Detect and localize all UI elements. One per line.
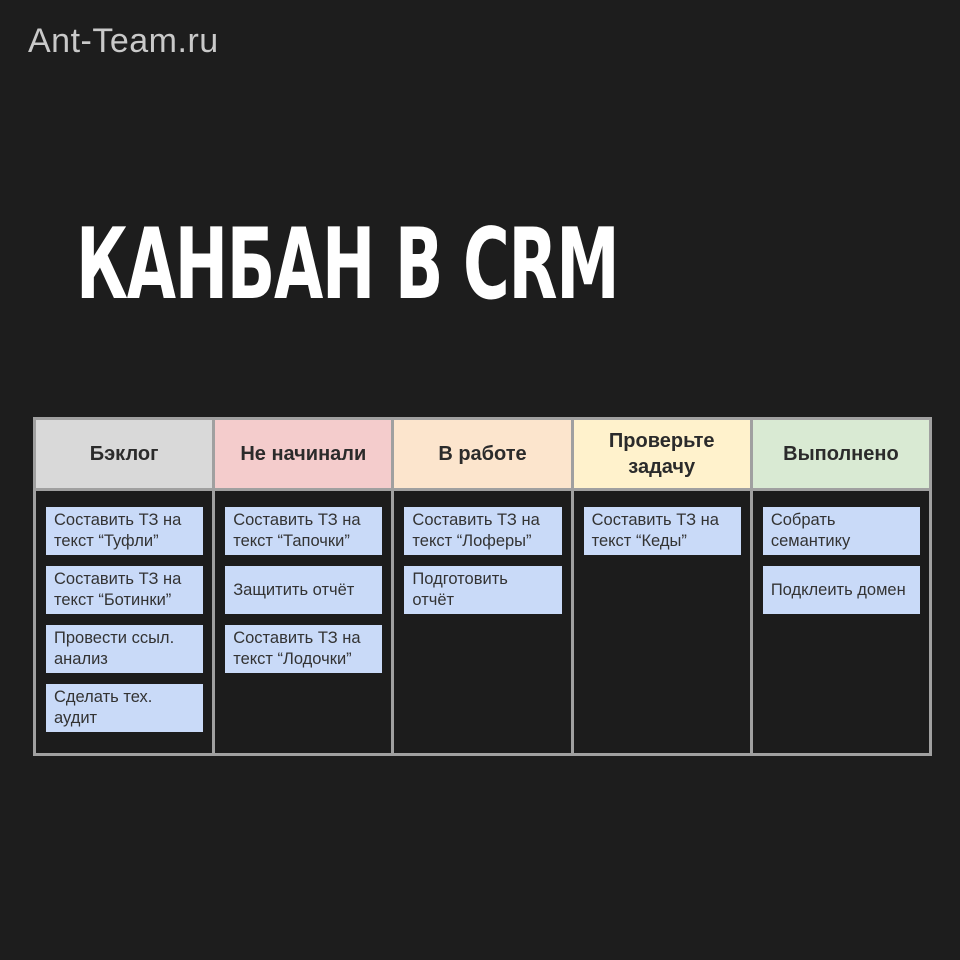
column-in-progress: Составить ТЗ на текст “Лоферы” Подготовит… bbox=[394, 491, 571, 753]
column-backlog: Составить ТЗ на текст “Туфли” Составить Т… bbox=[36, 491, 213, 753]
kanban-card[interactable]: Составить ТЗ на текст “Тапочки” bbox=[225, 507, 383, 555]
column-header-not-started: Не начинали bbox=[215, 420, 392, 488]
kanban-card[interactable]: Составить ТЗ на текст “Кеды” bbox=[583, 507, 741, 555]
kanban-card[interactable]: Составить ТЗ на текст “Лодочки” bbox=[225, 625, 383, 673]
kanban-card[interactable]: Провести ссыл. анализ bbox=[46, 625, 204, 673]
kanban-card[interactable]: Составить ТЗ на текст “Лоферы” bbox=[404, 507, 562, 555]
kanban-card[interactable]: Защитить отчёт bbox=[225, 566, 383, 614]
page-title: КАНБАН В CRM bbox=[76, 208, 620, 322]
column-header-done: Выполнено bbox=[752, 420, 930, 488]
kanban-card[interactable]: Составить ТЗ на текст “Ботинки” bbox=[46, 566, 204, 614]
board-body: Составить ТЗ на текст “Туфли”Составить Т… bbox=[36, 491, 930, 753]
kanban-card[interactable]: Собрать семантику bbox=[762, 507, 921, 555]
column-review: Составить ТЗ на текст “Кеды” bbox=[573, 491, 750, 753]
column-not-started: Составить ТЗ на текст “Тапочки” Защитить … bbox=[215, 491, 392, 753]
column-header-backlog: Бэклог bbox=[36, 420, 213, 488]
kanban-card[interactable]: Сделать тех. аудит bbox=[46, 684, 204, 732]
column-header-in-progress: В работе bbox=[394, 420, 571, 488]
kanban-card[interactable]: Составить ТЗ на текст “Туфли” bbox=[46, 507, 204, 555]
watermark-ant-team: Ant-Team.ru bbox=[28, 22, 219, 60]
column-header-review: Проверьте задачу bbox=[573, 420, 750, 488]
kanban-card[interactable]: Подготовить отчёт bbox=[404, 566, 562, 614]
kanban-card[interactable]: Подклеить домен bbox=[762, 566, 921, 614]
